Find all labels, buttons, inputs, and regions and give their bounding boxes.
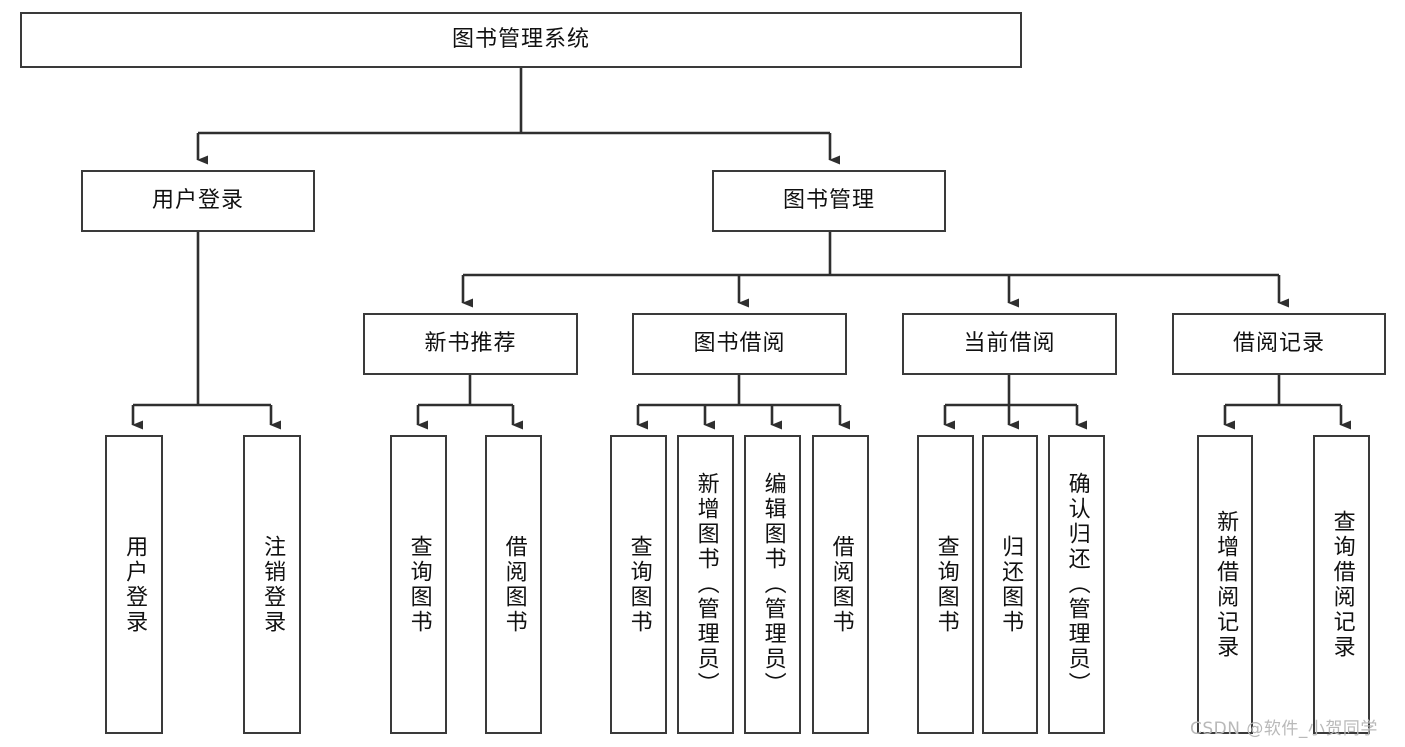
node-borrow-record[interactable]: 借阅记录 [1172, 313, 1386, 375]
node-book-management[interactable]: 图书管理 [712, 170, 946, 232]
leaf-recommend-query-book[interactable]: 查询图书 [390, 435, 447, 734]
node-label: 用户登录 [122, 534, 148, 635]
node-current-borrow[interactable]: 当前借阅 [902, 313, 1117, 375]
node-label: 图书管理 [782, 188, 875, 214]
node-label: 查询图书 [406, 534, 432, 635]
leaf-user-login-signin[interactable]: 用户登录 [105, 435, 163, 734]
node-label: 编辑图书（管理员） [760, 472, 786, 697]
watermark-text: CSDN @软件_小贺同学 [1190, 719, 1378, 739]
node-label: 借阅图书 [828, 534, 854, 635]
node-new-book-recommend[interactable]: 新书推荐 [363, 313, 578, 375]
leaf-borrow-add-book-admin[interactable]: 新增图书（管理员） [677, 435, 734, 734]
node-label: 新增借阅记录 [1213, 509, 1239, 660]
node-label: 查询借阅记录 [1329, 509, 1355, 660]
leaf-current-confirm-return-admin[interactable]: 确认归还（管理员） [1048, 435, 1105, 734]
leaf-current-return-book[interactable]: 归还图书 [982, 435, 1038, 734]
leaf-record-add-record[interactable]: 新增借阅记录 [1197, 435, 1253, 734]
node-label: 借阅记录 [1232, 331, 1325, 357]
node-label: 新增图书（管理员） [693, 472, 719, 697]
node-user-login[interactable]: 用户登录 [81, 170, 315, 232]
leaf-current-query-book[interactable]: 查询图书 [917, 435, 974, 734]
leaf-user-login-signout[interactable]: 注销登录 [243, 435, 301, 734]
node-label: 新书推荐 [424, 331, 517, 357]
leaf-borrow-query-book[interactable]: 查询图书 [610, 435, 667, 734]
leaf-borrow-borrow-book[interactable]: 借阅图书 [812, 435, 869, 734]
node-label: 图书管理系统 [451, 27, 590, 53]
node-book-borrow[interactable]: 图书借阅 [632, 313, 847, 375]
leaf-borrow-edit-book-admin[interactable]: 编辑图书（管理员） [744, 435, 801, 734]
node-label: 确认归还（管理员） [1064, 472, 1090, 697]
node-label: 当前借阅 [963, 331, 1056, 357]
node-root-system[interactable]: 图书管理系统 [20, 12, 1022, 68]
node-label: 借阅图书 [501, 534, 527, 635]
node-label: 注销登录 [260, 534, 286, 635]
leaf-recommend-borrow-book[interactable]: 借阅图书 [485, 435, 542, 734]
node-label: 用户登录 [151, 188, 244, 214]
node-label: 查询图书 [626, 534, 652, 635]
node-label: 查询图书 [933, 534, 959, 635]
node-label: 归还图书 [998, 534, 1024, 635]
node-label: 图书借阅 [693, 331, 786, 357]
leaf-record-query-record[interactable]: 查询借阅记录 [1313, 435, 1370, 734]
